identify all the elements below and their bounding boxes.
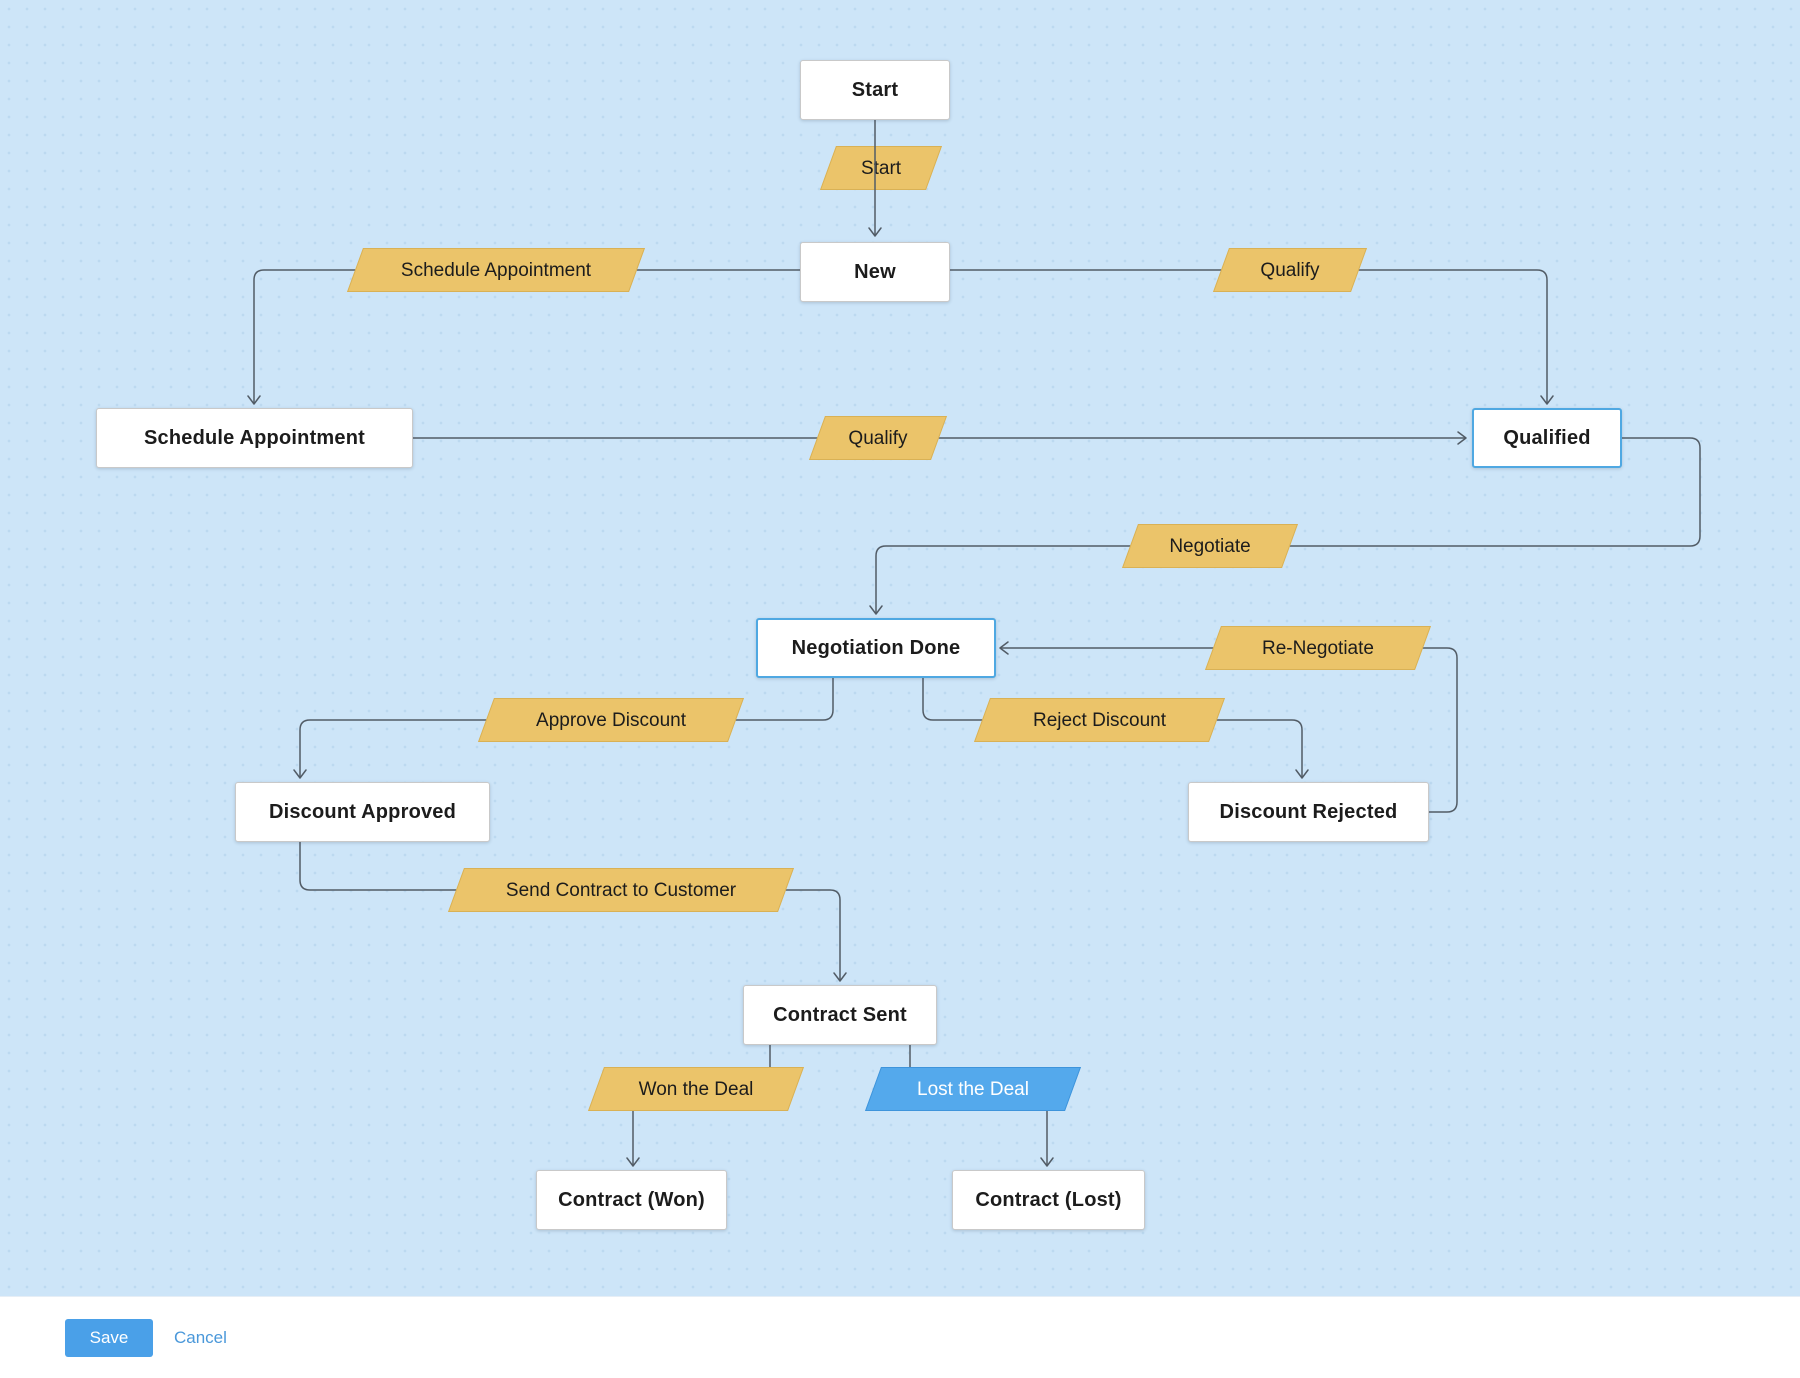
state-label: Negotiation Done [791,636,961,659]
state-label: Contract (Won) [558,1188,705,1211]
state-label: Contract (Lost) [975,1188,1122,1211]
state-label: Discount Approved [268,800,457,823]
state-label: Contract Sent [773,1003,907,1026]
state-node-qualified[interactable]: Qualified [1472,408,1622,468]
state-node-contract-sent[interactable]: Contract Sent [743,985,937,1045]
state-label: Start [851,78,899,101]
state-node-contract-lost[interactable]: Contract (Lost) [952,1170,1145,1230]
state-node-new[interactable]: New [800,242,950,302]
footer-bar: Save Cancel [0,1296,1800,1378]
state-label: Discount Rejected [1219,800,1398,823]
state-node-discount-approved[interactable]: Discount Approved [235,782,490,842]
cancel-button[interactable]: Cancel [174,1327,227,1347]
state-label: Qualified [1503,426,1591,449]
state-node-contract-won[interactable]: Contract (Won) [536,1170,727,1230]
state-label: Schedule Appointment [143,426,366,449]
state-node-negotiation-done[interactable]: Negotiation Done [756,618,996,678]
state-label: New [854,260,896,283]
state-node-discount-rejected[interactable]: Discount Rejected [1188,782,1429,842]
state-node-start[interactable]: Start [800,60,950,120]
save-button[interactable]: Save [65,1318,153,1357]
state-node-schedule-appointment[interactable]: Schedule Appointment [96,408,413,468]
